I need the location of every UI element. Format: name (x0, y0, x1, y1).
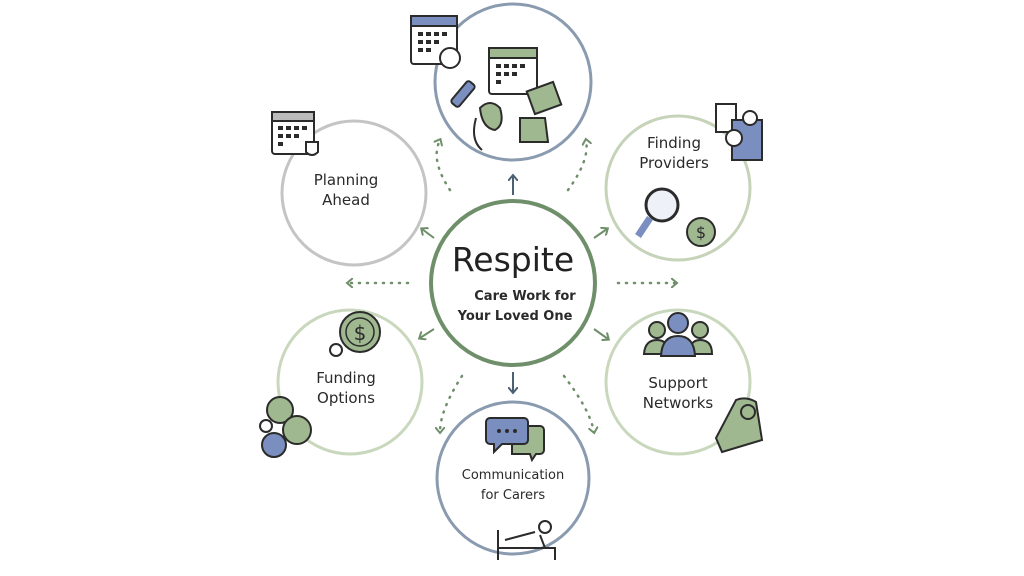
resting-person-icon (714, 397, 764, 454)
funding-coin-icon: $ (329, 311, 381, 357)
planning-calendar-icon (271, 111, 319, 156)
center-subtitle-line1: Care Work for (474, 289, 576, 304)
node-funding-options: Funding Options (290, 368, 402, 408)
node-label-line2: Providers (639, 154, 709, 172)
node-communication-for-carers: Communication for Carers (443, 466, 583, 506)
support-node-circle (604, 308, 752, 456)
caregiver-bed-icon (497, 520, 556, 560)
node-label-line2: Ahead (322, 191, 370, 209)
svg-text:$: $ (696, 223, 706, 242)
node-label-line2: Networks (642, 394, 714, 412)
node-label-line1: Planning (313, 171, 379, 189)
node-label-line2: for Carers (480, 488, 546, 503)
node-label-line2: Options (317, 389, 375, 407)
node-label-line1: Support (648, 374, 708, 392)
center-title: Respite (451, 240, 575, 279)
node-label-line1: Communication (461, 468, 565, 483)
coins-stack-icon (259, 396, 312, 458)
svg-text:$: $ (354, 321, 367, 345)
node-planning-ahead: Planning Ahead (290, 170, 402, 210)
people-group-icon (642, 312, 714, 357)
calendar-icon (410, 15, 461, 69)
node-label-line1: Funding (316, 369, 376, 387)
planning-node-circle (280, 119, 428, 267)
dotted-arrows (348, 140, 676, 432)
node-label-line1: Finding (647, 134, 701, 152)
search-icon (635, 187, 680, 238)
node-support-networks: Support Networks (622, 373, 734, 413)
chat-bubbles-icon (485, 417, 545, 463)
connector-arrows (420, 176, 608, 392)
facility-icon (715, 103, 763, 161)
funding-node-circle (276, 308, 424, 456)
care-activities-icon (450, 47, 563, 151)
communication-node-circle (435, 400, 591, 556)
center-circle (429, 199, 597, 367)
node-finding-providers: Finding Providers (618, 133, 730, 173)
center-subtitle-line2: Your Loved One (457, 309, 573, 324)
dollar-coin-icon: $ (686, 217, 716, 247)
